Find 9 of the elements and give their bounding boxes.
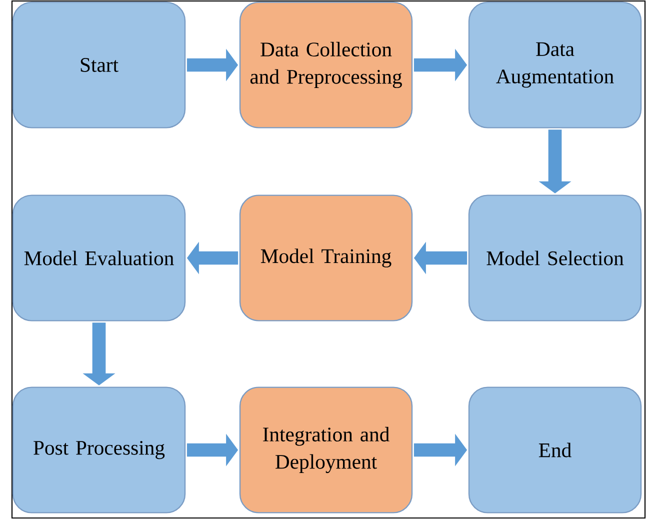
- process-box: Model Evaluation: [12, 194, 186, 322]
- process-box: Model Training: [239, 194, 413, 322]
- process-box: Data Augmentation: [468, 2, 642, 128]
- process-box: Start: [12, 2, 186, 128]
- process-box: Model Selection: [468, 194, 642, 322]
- process-box: Data Collection and Preprocessing: [239, 2, 413, 128]
- process-box: Integration and Deployment: [239, 386, 413, 514]
- process-box: End: [468, 386, 642, 514]
- process-box: Post Processing: [12, 386, 186, 514]
